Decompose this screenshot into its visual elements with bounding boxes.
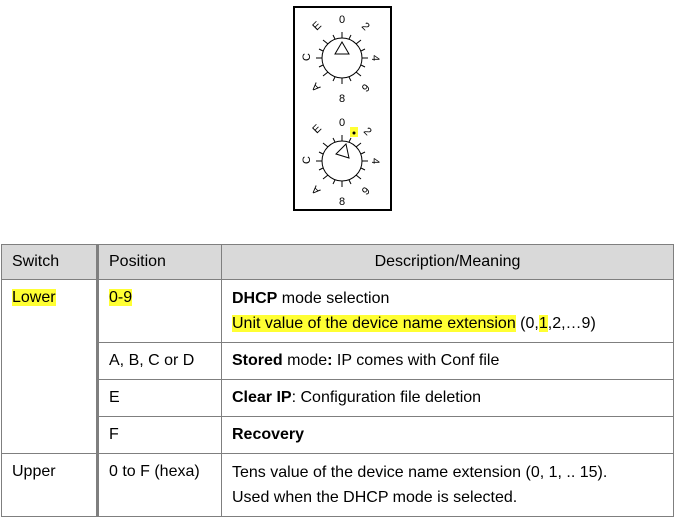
cell-position-e: E [96,379,222,417]
upper-dial-ticks [316,32,368,84]
cell-position-0-9: 0-9 [96,279,222,343]
lower-dial-digit-4: 4 [369,158,381,164]
desc-clear-ip-bold: Clear IP [232,389,292,406]
lower-dial-digit-e: E [310,122,324,136]
desc-clear-ip-rest: : Configuration file deletion [291,389,482,406]
desc-tens-line1: Tens value of the device name extension … [232,464,608,481]
table-row: Upper 0 to F (hexa) Tens value of the de… [1,453,674,517]
cell-description-recovery: Recovery [221,416,674,454]
desc-unit-value-close: ,2,…9) [547,315,596,332]
rotary-switch-illustration: 0 2 4 6 8 A C E 0 [293,6,392,211]
upper-rotary-dial: 0 2 4 6 8 A C E [301,14,381,105]
switch-settings-table: Switch Position Description/Meaning Lowe… [1,244,674,517]
lower-dial-digit-a: A [309,183,323,197]
cell-description-dhcp: DHCP mode selection Unit value of the de… [221,279,674,343]
upper-dial-digit-e: E [310,19,324,33]
lower-dial-ticks [316,135,368,187]
switch-lower-label: Lower [12,289,56,306]
desc-stored-rest: IP comes with Conf file [332,352,500,369]
table-row: F Recovery [2,416,674,454]
lower-dial-digit-0: 0 [339,117,345,129]
desc-stored-colon: : [327,352,333,369]
desc-recovery-bold: Recovery [232,426,305,443]
lower-rotary-dial: 0 2 4 6 8 A C E [301,117,381,208]
lower-dial-position-dot [352,131,356,135]
cell-position-f: F [96,416,222,454]
desc-dhcp-rest: mode selection [277,290,390,307]
upper-dial-pointer [334,41,350,55]
table-header-row: Switch Position Description/Meaning [1,244,674,280]
upper-dial-digit-a: A [309,80,323,94]
desc-tens-line2: Used when the DHCP mode is selected. [232,489,518,506]
table-row: E Clear IP: Configuration file deletion [2,379,674,417]
lower-dial-digit-c: C [301,156,313,164]
cell-description-clear-ip: Clear IP: Configuration file deletion [221,379,674,417]
cell-description-stored: Stored mode: IP comes with Conf file [221,342,674,380]
upper-dial-digit-c: C [301,53,313,61]
lower-dial-digit-6: 6 [359,184,372,197]
lower-dial-pointer [335,142,350,159]
cell-switch-lower: Lower [1,279,98,454]
desc-unit-value-highlight: Unit value of the device name extension [232,315,516,332]
cell-switch-upper: Upper [1,453,98,517]
upper-dial-digit-4: 4 [369,55,381,61]
header-position: Position [96,244,222,280]
desc-stored-bold: Stored [232,352,283,369]
upper-dial-digit-6: 6 [359,81,372,94]
table-row: Lower 0-9 DHCP mode selection Unit value… [1,279,674,454]
position-0-9-label: 0-9 [109,289,133,306]
desc-unit-value-one: 1 [538,315,548,332]
desc-unit-value-open: (0, [515,315,539,332]
upper-dial-digit-0: 0 [339,14,345,26]
lower-dial-digit-8: 8 [339,196,345,208]
desc-dhcp-bold: DHCP [232,290,278,307]
cell-position-abcd: A, B, C or D [96,342,222,380]
header-switch: Switch [1,244,98,280]
lower-dial-digit-2: 2 [361,125,374,138]
header-description: Description/Meaning [221,244,674,280]
upper-dial-digit-8: 8 [339,93,345,105]
table-row: A, B, C or D Stored mode: IP comes with … [2,342,674,380]
cell-position-hexa: 0 to F (hexa) [96,453,222,517]
desc-dhcp-line1: DHCP mode selection [232,286,663,311]
upper-dial-digit-2: 2 [359,20,372,33]
cell-description-tens: Tens value of the device name extension … [221,453,674,517]
desc-dhcp-line2: Unit value of the device name extension … [232,311,663,336]
desc-stored-mode: mode [282,352,328,369]
